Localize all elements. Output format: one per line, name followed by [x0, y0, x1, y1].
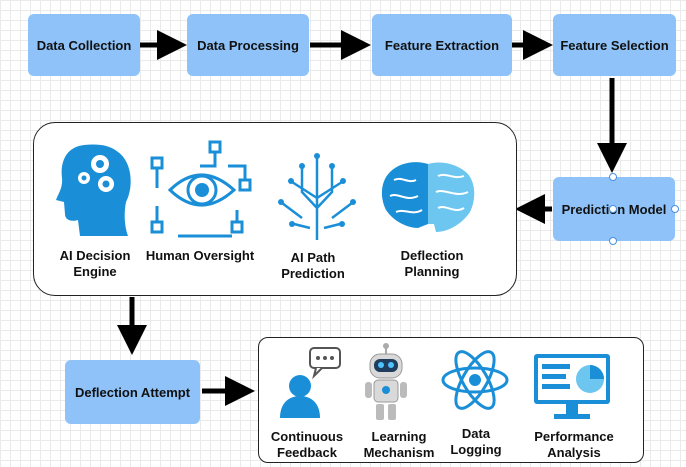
performance-analysis-label: Performance Analysis — [534, 429, 614, 460]
data-processing-node[interactable]: Data Processing — [187, 14, 309, 76]
robot-icon — [365, 343, 407, 420]
deflection-planning-label: Deflection Planning — [400, 248, 464, 279]
eye-circuit-icon — [150, 140, 252, 238]
atom-icon — [441, 350, 509, 410]
monitor-chart-icon — [534, 354, 610, 419]
ai-path-prediction-label: AI Path Prediction — [281, 250, 345, 281]
ai-decision-engine-label: AI Decision Engine — [59, 248, 131, 279]
connection-handle-bottom[interactable] — [609, 237, 617, 245]
person-chat-icon — [280, 347, 341, 418]
data-logging-label: Data Logging — [450, 426, 502, 457]
connection-handle-center[interactable] — [609, 205, 617, 213]
human-oversight-label: Human Oversight — [145, 248, 255, 263]
deflection-attempt-node[interactable]: Deflection Attempt — [65, 360, 200, 424]
data-collection-node[interactable]: Data Collection — [28, 14, 140, 76]
learning-mechanism-label: Learning Mechanism — [363, 429, 435, 460]
ai-head-gears-icon — [56, 144, 131, 236]
circuit-tree-icon — [278, 153, 356, 240]
feature-selection-node[interactable]: Feature Selection — [553, 14, 676, 76]
brain-icon — [381, 162, 475, 232]
continuous-feedback-label: Continuous Feedback — [270, 429, 344, 460]
connection-handle-right[interactable] — [671, 205, 679, 213]
connection-handle-top[interactable] — [609, 173, 617, 181]
feature-extraction-node[interactable]: Feature Extraction — [372, 14, 512, 76]
